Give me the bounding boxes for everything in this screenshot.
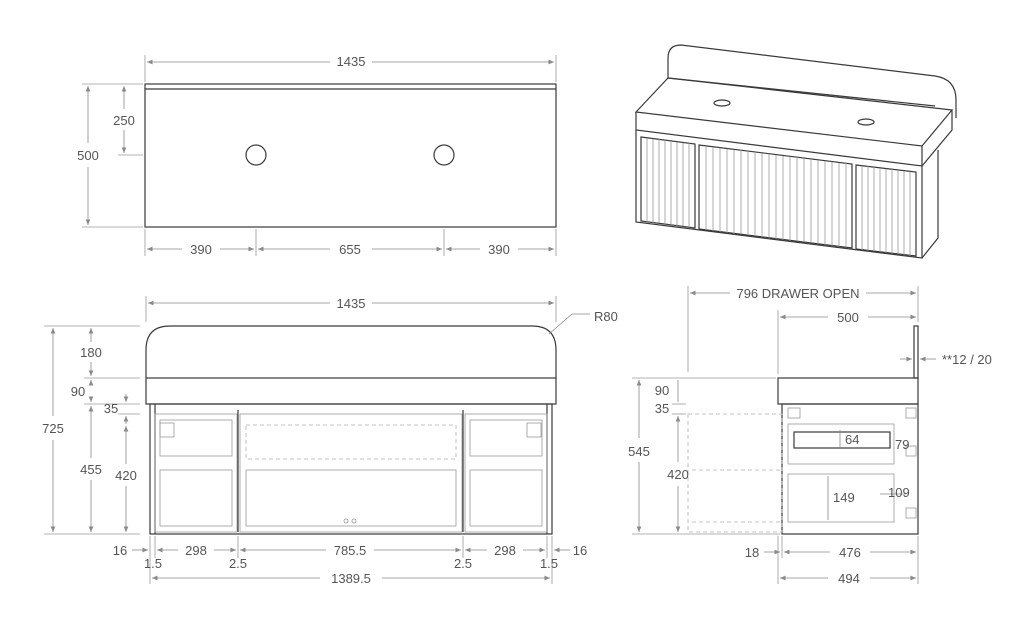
side-cabinet-height-label: 545	[628, 444, 650, 459]
side-drawer-height-label: 420	[667, 467, 689, 482]
front-view: 1435 R80 725 180 90 35 455 420	[42, 296, 618, 586]
plan-outline	[144, 83, 557, 228]
front-right-drawer-label: 298	[494, 543, 516, 558]
tap-hole-left	[245, 144, 267, 166]
front-cabinet-height-label: 455	[80, 462, 102, 477]
side-view: 796 DRAWER OPEN 500 **12 / 20 545 90 35 …	[628, 286, 992, 586]
plan-width-label: 1435	[337, 54, 366, 69]
front-top-thickness-label: 90	[71, 384, 85, 399]
side-top-thickness-label: 90	[655, 383, 669, 398]
front-centre-drawer-label: 785.5	[334, 543, 367, 558]
front-gap-label: 35	[104, 401, 118, 416]
plan-setback-label: 250	[113, 113, 135, 128]
side-internal-upper-side-label: 79	[895, 437, 909, 452]
front-splashback-height-label: 180	[80, 345, 102, 360]
front-width-label: 1435	[337, 296, 366, 311]
front-gap-outer-left-label: 1.5	[144, 556, 162, 571]
plan-view: 1435 500 250 390 655 390	[77, 54, 557, 257]
front-gap-inner-left-label: 2.5	[229, 556, 247, 571]
radius-label: R80	[594, 309, 618, 324]
plan-right-offset-label: 390	[488, 242, 510, 257]
front-splashback	[145, 325, 557, 378]
side-internal-lower-side-label: 109	[888, 485, 910, 500]
front-drawer-height-label: 420	[115, 468, 137, 483]
side-back-offset-label: 18	[745, 545, 759, 560]
drawer-right	[464, 413, 548, 533]
side-splashback-note: **12 / 20	[942, 352, 992, 367]
side-gap-label: 35	[655, 401, 669, 416]
side-inner-depth-label: 476	[839, 545, 861, 560]
drawer-centre	[239, 413, 463, 533]
front-gap-inner-right-label: 2.5	[454, 556, 472, 571]
front-top	[145, 377, 557, 405]
front-inner-width-label: 1389.5	[331, 571, 371, 586]
front-total-height-label: 725	[42, 421, 64, 436]
drawer-left	[154, 413, 238, 533]
side-internal-upper-label: 64	[845, 432, 859, 447]
plan-tap-spacing-label: 655	[339, 242, 361, 257]
side-internal-lower-label: 149	[833, 490, 855, 505]
side-cabinet-depth-label: 494	[838, 571, 860, 586]
side-drawer-open-label: 796 DRAWER OPEN	[736, 286, 859, 301]
front-side-left-label: 16	[113, 543, 127, 558]
plan-depth-label: 500	[77, 148, 99, 163]
front-left-drawer-label: 298	[185, 543, 207, 558]
front-cabinet	[149, 403, 553, 535]
isometric-view	[634, 44, 957, 259]
tap-hole-right	[433, 144, 455, 166]
plan-left-offset-label: 390	[190, 242, 212, 257]
front-side-right-label: 16	[573, 543, 587, 558]
front-gap-outer-right-label: 1.5	[540, 556, 558, 571]
side-depth-label: 500	[837, 310, 859, 325]
